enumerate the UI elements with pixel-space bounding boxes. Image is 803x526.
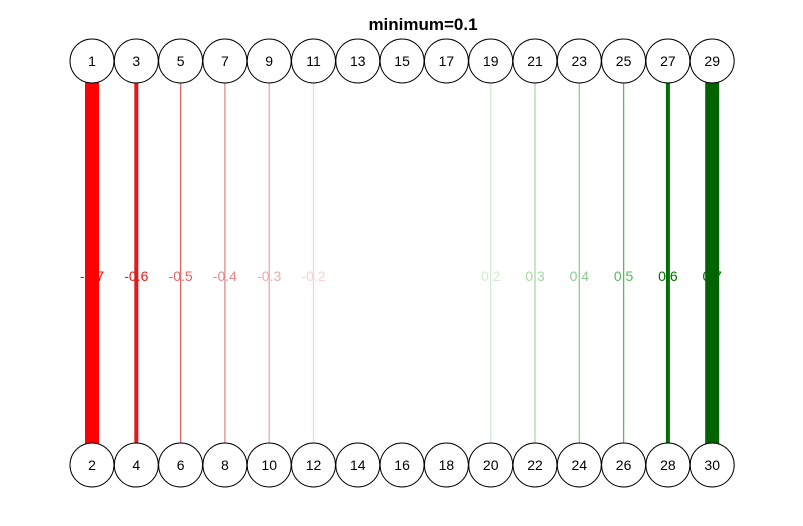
node-2: 2 [69,442,115,488]
node-label: 21 [527,53,543,69]
edge-label-27-28: 0.6 [658,268,678,284]
node-label: 16 [394,457,410,473]
node-label: 12 [306,457,322,473]
node-3: 3 [113,38,159,84]
node-label: 15 [394,53,410,69]
node-label: 28 [660,457,676,473]
edge-label-3-4: -0.6 [124,268,148,284]
node-6: 6 [158,442,204,488]
node-8: 8 [202,442,248,488]
edge-labels-layer: -0.7 -0.6 -0.5 -0.4 -0.3 -0.2 0.2 0.3 0.4 0.5 0.6 0… [80,268,722,284]
node-circle [689,38,735,84]
node-label: 10 [261,457,277,473]
node-label: 6 [177,457,185,473]
node-circle [689,442,735,488]
node-label: 9 [265,53,273,69]
node-label: 17 [439,53,455,69]
node-label: 7 [221,53,229,69]
node-12: 12 [291,442,336,488]
node-label: 11 [306,53,321,69]
node-label: 23 [572,53,588,69]
node-label: 24 [572,457,588,473]
node-label: 19 [483,53,499,69]
node-label: 25 [616,53,632,69]
node-7: 7 [202,38,248,84]
node-label: 3 [132,53,140,69]
node-4: 4 [113,442,159,488]
node-label: 22 [527,457,543,473]
node-13: 13 [335,38,381,84]
edge-label-21-22: 0.3 [525,268,545,284]
node-label: 8 [221,457,229,473]
node-25: 25 [601,38,647,84]
node-label: 29 [704,53,720,69]
edge-label-1-2: -0.7 [80,268,104,284]
node-label: 13 [350,53,366,69]
node-24: 24 [556,442,602,488]
edge-label-29-30: 0.7 [702,268,722,284]
node-label: 14 [350,457,366,473]
node-15: 15 [379,38,425,84]
node-label: 27 [660,53,676,69]
node-10: 10 [246,442,292,488]
edge-label-25-26: 0.5 [614,268,634,284]
node-26: 26 [601,442,647,488]
node-17: 17 [423,38,469,84]
node-label: 4 [132,457,140,473]
node-label: 20 [483,457,499,473]
node-21: 21 [512,38,558,84]
edges-layer [85,61,720,465]
node-11: 11 [291,38,336,84]
node-16: 16 [379,442,425,488]
node-30: 30 [689,442,735,488]
edge-label-19-20: 0.2 [481,268,501,284]
nodes-layer: 1234567891011121314151617181920212223242… [69,38,735,488]
edge-label-11-12: -0.2 [301,268,325,284]
node-22: 22 [512,442,558,488]
node-label: 1 [88,53,96,69]
node-1: 1 [69,38,115,84]
edge-label-5-6: -0.5 [169,268,193,284]
node-28: 28 [645,442,691,488]
node-27: 27 [645,38,691,84]
edge-label-7-8: -0.4 [213,268,237,284]
node-14: 14 [335,442,381,488]
node-label: 18 [439,457,455,473]
node-label: 2 [88,457,96,473]
node-label: 26 [616,457,632,473]
node-23: 23 [556,38,602,84]
node-label: 5 [177,53,185,69]
node-label: 30 [704,457,720,473]
node-18: 18 [423,442,469,488]
graph-title: minimum=0.1 [368,15,477,34]
node-19: 19 [468,38,514,84]
node-5: 5 [158,38,204,84]
node-9: 9 [246,38,292,84]
edge-label-23-24: 0.4 [570,268,590,284]
node-20: 20 [468,442,514,488]
node-29: 29 [689,38,735,84]
edge-label-9-10: -0.3 [257,268,281,284]
